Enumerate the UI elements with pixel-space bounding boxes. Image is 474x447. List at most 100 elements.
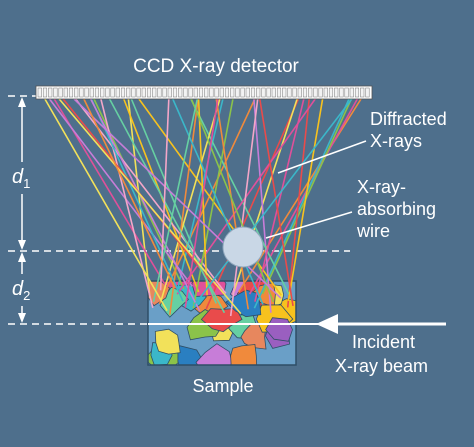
detector-pixel	[365, 87, 370, 98]
sample-grain	[225, 289, 262, 318]
diffracted-ray	[193, 98, 353, 307]
detector-pixel	[84, 87, 89, 98]
detector-pixel	[349, 87, 354, 98]
detector-pixel	[360, 87, 365, 98]
diffracted-ray	[130, 98, 217, 304]
detector-pixel	[141, 87, 146, 98]
detector-pixel	[219, 87, 224, 98]
diffracted-ray	[229, 98, 259, 317]
diffracted-ray	[108, 98, 226, 314]
detector-label: CCD X-ray detector	[133, 56, 299, 77]
detector-pixel	[328, 87, 334, 98]
diffracted-ray	[286, 98, 310, 308]
d1-label: d1	[12, 166, 30, 191]
detector-pixel	[318, 87, 323, 98]
detector-pixel	[323, 87, 328, 98]
incident-label-line1: Incident	[352, 332, 415, 352]
detector-pixel	[271, 87, 276, 98]
diffracted-label-line2: X-rays	[370, 131, 422, 151]
diffracted-ray	[160, 98, 221, 302]
detector-pixel	[308, 87, 313, 98]
diffracted-ray	[184, 98, 219, 308]
diffracted-pointer-line	[277, 140, 367, 174]
diffracted-rays	[44, 98, 362, 317]
detector-pixel	[282, 87, 287, 98]
detector-pixel	[172, 87, 178, 98]
diffracted-ray	[172, 98, 264, 305]
detector-pixel	[313, 87, 318, 98]
detector-pixel	[94, 87, 100, 98]
detector-pixel	[256, 87, 261, 98]
detector-pixel	[58, 87, 63, 98]
detector-pixel	[240, 87, 245, 98]
diffracted-ray	[44, 98, 168, 312]
sample-grain	[154, 328, 181, 355]
detector-pixel	[344, 87, 349, 98]
diffracted-ray	[169, 98, 199, 315]
absorbing-wire	[222, 226, 264, 268]
diffracted-ray	[127, 98, 151, 298]
wire-label-line2: absorbing	[357, 199, 436, 219]
detector-pixel	[146, 87, 152, 98]
detector-pixel	[79, 87, 84, 98]
detector-pixel	[266, 87, 271, 98]
detector-pixel	[276, 87, 282, 98]
detector-pixel	[178, 87, 183, 98]
detector-pixel	[131, 87, 136, 98]
detector-pixel	[89, 87, 94, 98]
detector-pixel	[198, 87, 204, 98]
detector-pixel	[209, 87, 214, 98]
detector-pixel	[235, 87, 240, 98]
detector-pixel	[204, 87, 209, 98]
sample-grain	[230, 344, 258, 365]
detector-pixel	[292, 87, 297, 98]
detector-pixel	[193, 87, 198, 98]
diffracted-ray	[261, 98, 353, 295]
diffracted-label-line1: Diffracted	[370, 109, 447, 129]
sample-label: Sample	[192, 376, 253, 396]
detector-pixel	[297, 87, 302, 98]
incident-arrow	[316, 314, 446, 334]
diffracted-ray	[287, 98, 324, 302]
detector-pixel	[53, 87, 58, 98]
detector-pixel	[339, 87, 344, 98]
incident-label-line2: X-ray beam	[335, 356, 428, 376]
detector-pixel	[287, 87, 292, 98]
diffracted-ray	[159, 98, 170, 291]
diffracted-ray	[48, 98, 194, 287]
diffracted-ray	[190, 98, 275, 303]
detector-pixel	[245, 87, 250, 98]
sample-grain	[177, 344, 204, 365]
detector-pixel	[214, 87, 219, 98]
detector-pixel	[48, 87, 53, 98]
detector-pixel	[42, 87, 48, 98]
d2-label: d2	[12, 278, 30, 303]
detector-pixel	[167, 87, 172, 98]
detector-pixel	[100, 87, 105, 98]
detector-pixel	[334, 87, 339, 98]
detector-pixel	[230, 87, 235, 98]
ccd-detector	[35, 85, 373, 100]
detector-pixels	[37, 87, 370, 98]
d1-dimension	[9, 97, 37, 250]
diffracted-ray	[190, 98, 294, 302]
detector-pixel	[157, 87, 162, 98]
detector-pixel	[37, 87, 42, 98]
diffracted-ray	[259, 98, 294, 307]
detector-pixel	[120, 87, 126, 98]
sample-grain	[195, 343, 233, 365]
diffracted-ray	[58, 98, 242, 315]
diffracted-ray	[215, 98, 249, 310]
detector-pixel	[302, 87, 308, 98]
detector-pixel	[354, 87, 360, 98]
diffracted-ray	[89, 98, 201, 312]
diffracted-ray	[205, 98, 300, 310]
d2-dimension	[9, 252, 37, 323]
wire-label-line3: wire	[356, 221, 390, 241]
detector-pixel	[136, 87, 141, 98]
detector-pixel	[63, 87, 68, 98]
diffracted-ray	[138, 98, 282, 296]
wire-label-line1: X-ray-	[357, 177, 406, 197]
